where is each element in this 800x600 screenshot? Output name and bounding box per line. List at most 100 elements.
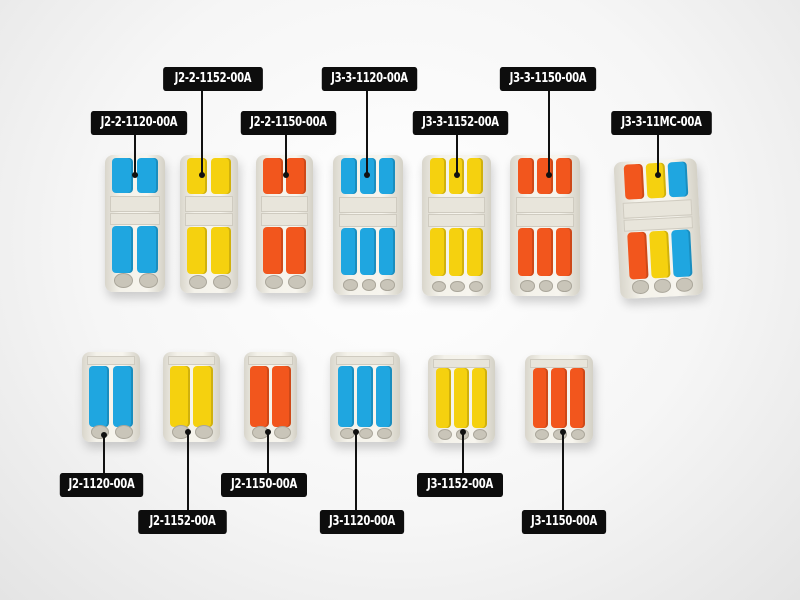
connector-window xyxy=(260,196,309,213)
product-label: J3-1150-00A xyxy=(521,510,607,534)
wire-connector xyxy=(82,352,140,442)
wire-port xyxy=(653,278,672,294)
lever-yellow xyxy=(210,157,232,194)
lever-blue xyxy=(378,227,395,276)
lever-blue xyxy=(341,157,358,195)
connector-window xyxy=(530,358,588,368)
lever-orange xyxy=(623,163,645,201)
wire-port xyxy=(91,425,110,440)
leader-line xyxy=(103,435,105,473)
product-label: J2-1150-00A xyxy=(221,473,307,497)
wire-port xyxy=(114,273,134,288)
lever-yellow xyxy=(471,368,487,429)
wire-port xyxy=(342,279,358,291)
leader-dot xyxy=(101,432,107,438)
product-label: J3-3-1120-00A xyxy=(321,67,418,91)
leader-dot xyxy=(353,429,359,435)
connector-window xyxy=(184,196,234,213)
product-label: J2-2-1120-00A xyxy=(90,111,188,135)
leader-dot xyxy=(132,172,138,178)
wire-connector xyxy=(510,155,580,296)
leader-line xyxy=(456,135,458,175)
wire-connector xyxy=(180,155,238,293)
wire-connector xyxy=(330,352,400,442)
lever-orange xyxy=(551,368,567,429)
lever-yellow xyxy=(467,228,483,277)
wire-port xyxy=(138,273,158,288)
connector-window xyxy=(248,355,293,365)
leader-line xyxy=(355,432,357,510)
lever-orange xyxy=(272,365,291,427)
connector-window xyxy=(515,197,575,214)
product-label: J3-1120-00A xyxy=(319,510,405,534)
connector-window xyxy=(86,355,136,365)
lever-orange xyxy=(286,226,307,274)
wire-port xyxy=(538,280,554,292)
lever-orange xyxy=(250,365,269,427)
connector-window xyxy=(515,214,575,228)
leader-dot xyxy=(364,172,370,178)
wire-connector xyxy=(333,155,403,295)
leader-dot xyxy=(283,172,289,178)
connector-window xyxy=(184,212,234,226)
product-label: J2-2-1152-00A xyxy=(163,67,263,91)
lever-orange xyxy=(569,368,585,429)
connector-window xyxy=(167,355,216,365)
leader-line xyxy=(657,135,659,175)
wire-connector xyxy=(428,355,495,443)
lever-blue xyxy=(112,365,134,427)
lever-orange xyxy=(262,226,283,274)
lever-blue xyxy=(360,227,376,276)
product-label: J3-1152-00A xyxy=(417,473,503,497)
lever-orange xyxy=(286,157,307,194)
leader-line xyxy=(548,91,550,175)
leader-line xyxy=(134,135,136,175)
connector-window xyxy=(338,197,398,213)
product-label: J3-3-1152-00A xyxy=(412,111,509,135)
leader-line xyxy=(201,91,203,175)
wire-port xyxy=(571,429,586,441)
leader-dot xyxy=(560,429,566,435)
lever-orange xyxy=(518,157,535,195)
lever-yellow xyxy=(467,157,483,195)
wire-connector xyxy=(525,355,593,443)
wire-port xyxy=(377,427,393,440)
wire-port xyxy=(380,279,396,291)
lever-blue xyxy=(667,161,689,198)
product-label: J2-2-1150-00A xyxy=(240,111,337,135)
lever-blue xyxy=(378,157,395,195)
connector-window xyxy=(433,358,490,368)
connector-window xyxy=(109,212,161,226)
wire-connector xyxy=(163,352,220,442)
lever-blue xyxy=(338,365,355,427)
lever-yellow xyxy=(448,228,465,277)
lever-blue xyxy=(136,226,158,273)
lever-orange xyxy=(262,157,283,194)
leader-dot xyxy=(546,172,552,178)
lever-blue xyxy=(112,157,134,194)
lever-orange xyxy=(518,228,535,277)
wire-port xyxy=(361,279,377,291)
lever-yellow xyxy=(645,162,667,199)
lever-yellow xyxy=(430,157,446,195)
connector-window xyxy=(427,197,486,214)
wire-port xyxy=(557,280,573,292)
wire-port xyxy=(358,427,374,440)
lever-yellow xyxy=(186,226,208,274)
leader-line xyxy=(267,432,269,473)
connector-window xyxy=(335,355,395,365)
wire-port xyxy=(437,429,452,441)
lever-yellow xyxy=(210,226,232,274)
product-label: J3-3-1150-00A xyxy=(499,67,597,91)
connector-window xyxy=(427,214,486,228)
lever-blue xyxy=(136,157,158,194)
wire-port xyxy=(468,280,484,292)
leader-dot xyxy=(185,429,191,435)
wire-connector xyxy=(613,157,704,300)
wire-port xyxy=(273,426,291,440)
connector-window xyxy=(338,213,398,227)
wire-port xyxy=(534,429,549,441)
leader-line xyxy=(562,432,564,510)
leader-dot xyxy=(199,172,205,178)
wire-connector xyxy=(256,155,313,293)
